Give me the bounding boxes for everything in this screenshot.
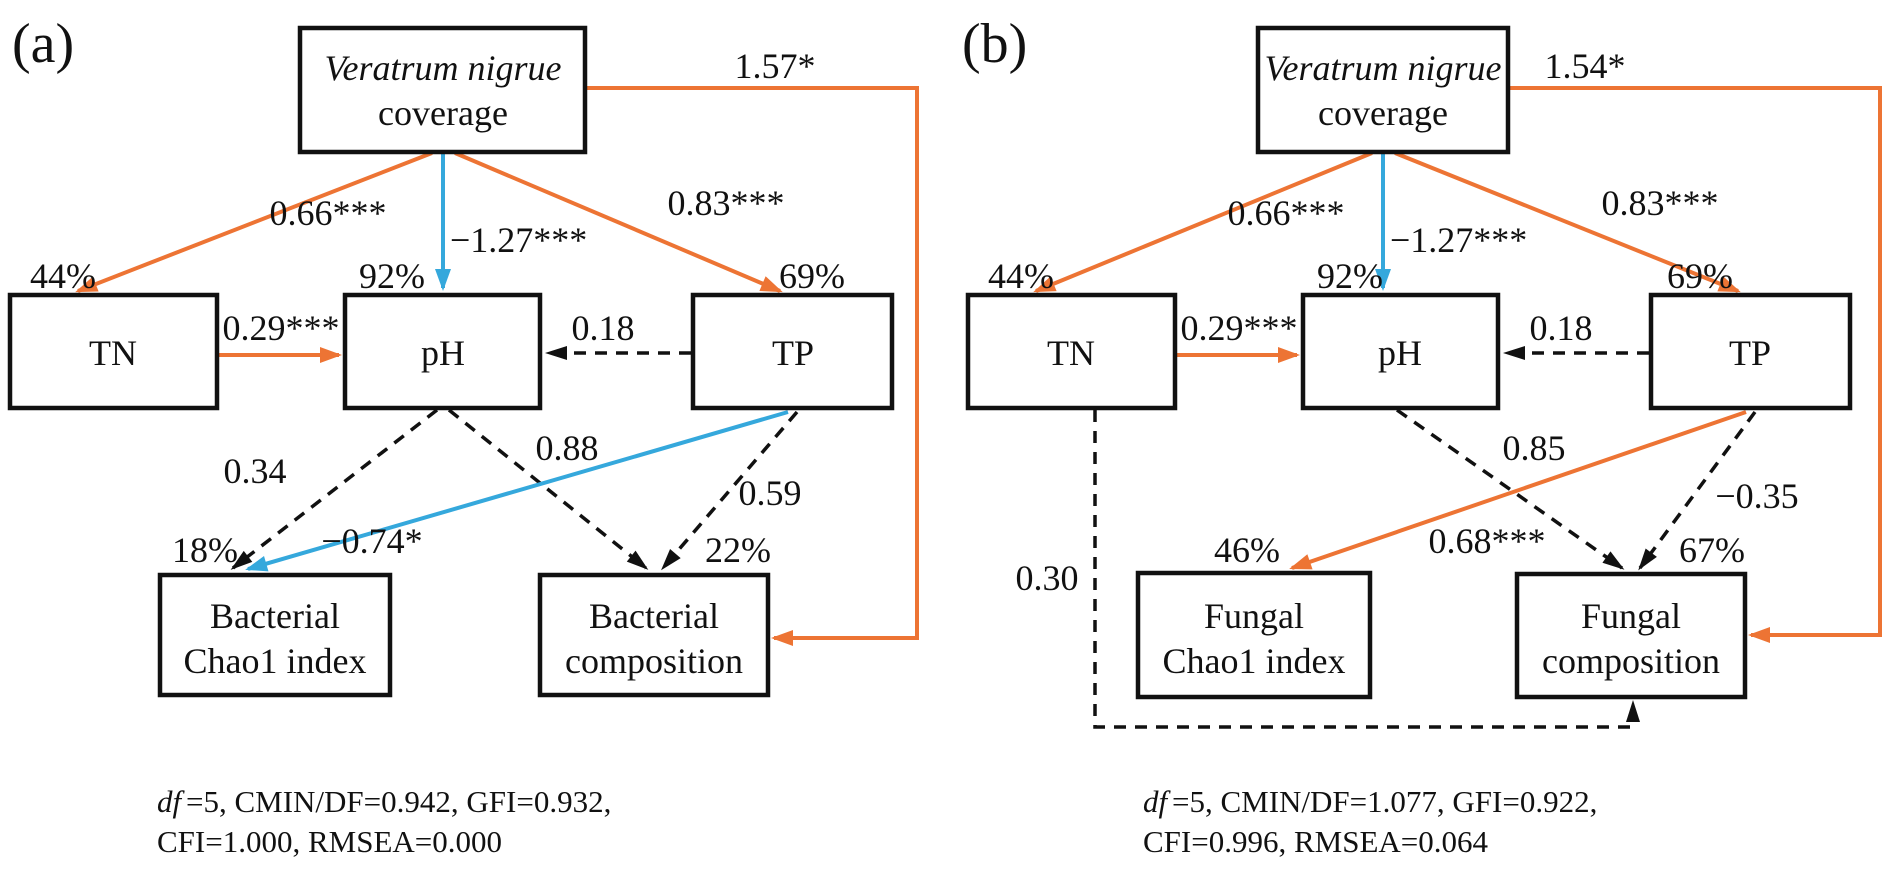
node-ph-a	[342, 292, 543, 411]
coef-tp-ph-a: 0.18	[572, 308, 635, 348]
node-tn-a	[7, 292, 220, 411]
path-arrow-coverage-to-tp-a	[454, 151, 783, 293]
variance-tn-b: 44%	[988, 256, 1054, 296]
path-arrow-coverage-to-tn-a	[75, 151, 433, 293]
path-arrow-tp-to-composition-b	[1638, 410, 1757, 571]
path-arrow-tp-to-chao1-a	[245, 410, 789, 572]
panel-b: (b) Veratrum nigrue coverage TN pH TP Fu…	[962, 13, 1882, 859]
node-coverage-b-label-line2: coverage	[1318, 93, 1448, 133]
node-coverage-a-label-line1: Veratrum nigrue	[325, 48, 562, 88]
panel-a: (a) Veratrum nigrue coverage TN pH TP Ba…	[7, 13, 919, 859]
panel-b-tag: (b)	[962, 13, 1027, 75]
coef-coverage-ph-a: −1.27***	[450, 220, 587, 260]
node-tn-b-label: TN	[1047, 333, 1095, 373]
path-arrow-ph-to-composition-a	[447, 408, 649, 570]
coef-ph-chao1-a: 0.34	[224, 451, 287, 491]
coef-ph-composition-b: 0.85	[1503, 428, 1566, 468]
node-chao1-a	[157, 572, 393, 698]
variance-chao1-a: 18%	[172, 530, 238, 570]
node-tp-b-label: TP	[1729, 333, 1771, 373]
node-tp-b	[1648, 292, 1853, 411]
node-coverage-b-label-line1: Veratrum nigrue	[1265, 48, 1502, 88]
variance-composition-a: 22%	[705, 530, 771, 570]
variance-composition-b: 67%	[1679, 530, 1745, 570]
path-arrow-coverage-to-tp-b	[1394, 151, 1741, 293]
node-coverage-b	[1255, 25, 1511, 155]
fit-stats-b-line2: CFI=0.996, RMSEA=0.064	[1143, 824, 1489, 859]
fit-stats-a-line1: =5, CMIN/DF=0.942, GFI=0.932,	[186, 784, 611, 819]
node-ph-a-label: pH	[421, 333, 465, 373]
node-chao1-b-label-line2: Chao1 index	[1163, 641, 1346, 681]
node-composition-a-label-line2: composition	[565, 641, 743, 681]
coef-tn-composition-b: 0.30	[1016, 558, 1079, 598]
coef-tn-ph-a: 0.29***	[223, 308, 340, 348]
path-arrow-coverage-to-composition-b	[1508, 86, 1882, 643]
coef-tp-chao1-b: 0.68***	[1429, 521, 1546, 561]
node-chao1-a-label-line2: Chao1 index	[184, 641, 367, 681]
node-chao1-b-label-line1: Fungal	[1204, 596, 1304, 636]
node-coverage-a-label-line2: coverage	[378, 93, 508, 133]
path-arrow-tn-to-composition-b	[1093, 410, 1640, 729]
variance-tp-a: 69%	[779, 256, 845, 296]
node-chao1-b	[1135, 570, 1373, 700]
variance-ph-a: 92%	[359, 256, 425, 296]
coef-ph-composition-a: 0.88	[536, 428, 599, 468]
variance-tp-b: 69%	[1667, 256, 1733, 296]
coef-tp-chao1-a: −0.74*	[321, 521, 422, 561]
variance-tn-a: 44%	[30, 256, 96, 296]
node-ph-b-label: pH	[1378, 333, 1422, 373]
node-tn-b	[965, 292, 1178, 411]
path-arrow-ph-to-composition-b	[1395, 408, 1625, 570]
path-arrow-coverage-to-composition-a	[585, 86, 919, 646]
fit-stats-b-df: df	[1143, 784, 1172, 819]
coef-tp-composition-b: −0.35	[1715, 476, 1798, 516]
fit-stats-a-df: df	[157, 784, 186, 819]
coef-tn-ph-b: 0.29***	[1181, 308, 1298, 348]
path-arrow-tp-to-chao1-b	[1289, 410, 1747, 570]
variance-ph-b: 92%	[1317, 256, 1383, 296]
coef-coverage-composition-b: 1.54*	[1545, 46, 1626, 86]
panel-a-tag: (a)	[12, 13, 74, 75]
node-tp-a	[690, 292, 895, 411]
coef-coverage-tp-b: 0.83***	[1602, 183, 1719, 223]
coef-coverage-tn-b: 0.66***	[1228, 193, 1345, 233]
node-ph-b	[1300, 292, 1501, 411]
node-tn-a-label: TN	[89, 333, 137, 373]
node-composition-a	[537, 572, 771, 698]
fit-stats-a-line2: CFI=1.000, RMSEA=0.000	[157, 824, 502, 859]
coef-coverage-tn-a: 0.66***	[270, 193, 387, 233]
coef-coverage-ph-b: −1.27***	[1390, 220, 1527, 260]
coef-tp-ph-b: 0.18	[1530, 308, 1593, 348]
node-composition-b	[1514, 571, 1748, 700]
node-composition-a-label-line1: Bacterial	[589, 596, 719, 636]
coef-tp-composition-a: 0.59	[739, 473, 802, 513]
path-arrow-coverage-to-tn-b	[1033, 151, 1373, 293]
path-arrow-tp-to-composition-a	[661, 410, 799, 571]
variance-chao1-b: 46%	[1214, 530, 1280, 570]
node-chao1-a-label-line1: Bacterial	[210, 596, 340, 636]
fit-stats-b-line1: =5, CMIN/DF=1.077, GFI=0.922,	[1172, 784, 1597, 819]
node-coverage-a	[297, 25, 588, 155]
path-arrow-ph-to-chao1-a	[230, 408, 439, 570]
node-composition-b-label-line2: composition	[1542, 641, 1720, 681]
coef-coverage-composition-a: 1.57*	[735, 46, 816, 86]
node-composition-b-label-line1: Fungal	[1581, 596, 1681, 636]
coef-coverage-tp-a: 0.83***	[668, 183, 785, 223]
node-tp-a-label: TP	[772, 333, 814, 373]
